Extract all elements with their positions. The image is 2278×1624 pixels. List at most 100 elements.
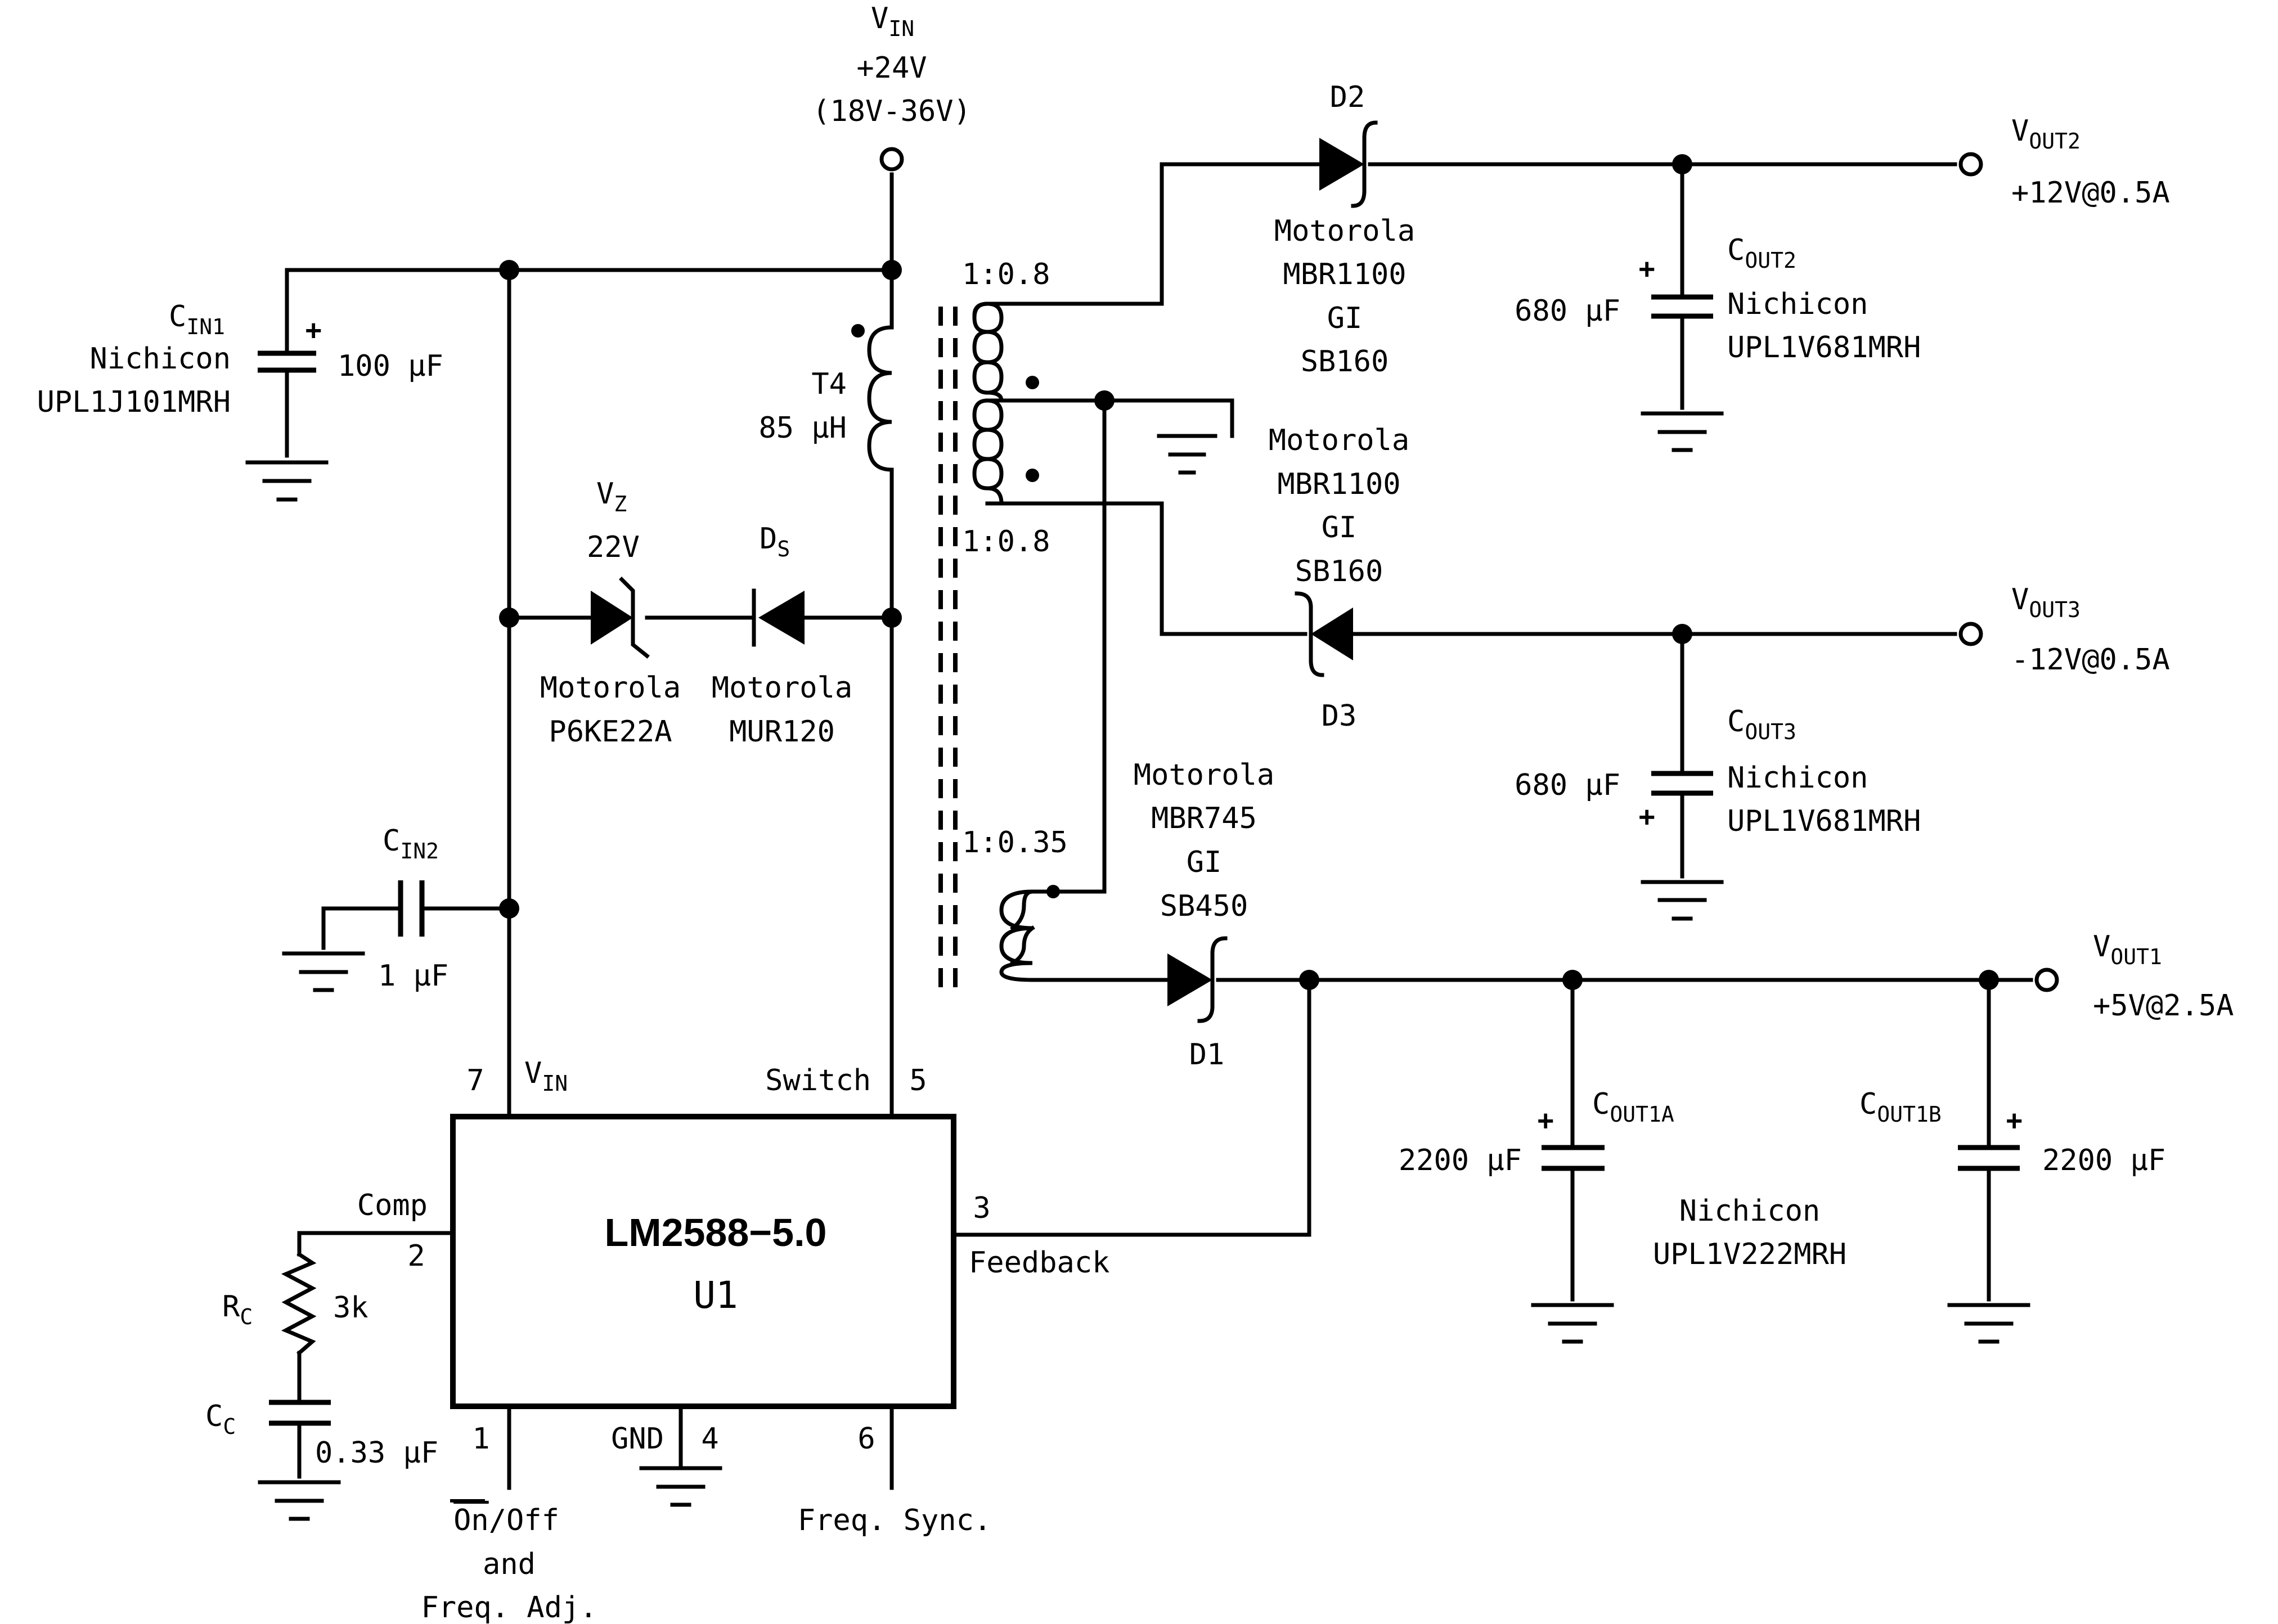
cout3-label: C [1727, 705, 1745, 739]
vin-range: (18V-36V) [812, 95, 971, 128]
polarity-plus: + [1638, 801, 1655, 834]
polarity-plus: + [305, 314, 322, 347]
junction-dot [499, 260, 519, 280]
cout2-labels: COUT2 Nichicon UPL1V681MRH 680 μF [1515, 233, 1921, 365]
vout1-spec: +5V@2.5A [2093, 989, 2234, 1023]
ds-part: MUR120 [729, 715, 835, 749]
pin6-label: Freq. Sync. [798, 1504, 991, 1537]
cc-labels: CC 0.33 μF [205, 1400, 438, 1470]
pin1-label-rest: /Off [489, 1504, 559, 1537]
pin6-number: 6 [857, 1422, 875, 1456]
rc-labels: RC 3k [222, 1290, 369, 1329]
cout3-labels: COUT3 Nichicon UPL1V681MRH 680 μF [1515, 705, 1921, 838]
cout2-value: 680 μF [1515, 294, 1620, 328]
cout2-part: UPL1V681MRH [1727, 331, 1921, 365]
vout1-label-sub: OUT1 [2110, 944, 2162, 969]
ds-label: D [760, 522, 777, 556]
vz-maker: Motorola [540, 671, 681, 705]
ground-icon [245, 460, 329, 502]
junction-dot [1562, 970, 1583, 990]
vout3-spec: -12V@0.5A [2011, 643, 2170, 677]
pin5-label: Switch [765, 1064, 871, 1097]
pin4-number: 4 [701, 1422, 718, 1456]
cout1-maker: Nichicon [1679, 1194, 1820, 1228]
polarity-plus: + [1537, 1105, 1554, 1137]
ground-icon [282, 951, 365, 992]
cout1b-label-sub: OUT1B [1877, 1102, 1941, 1127]
d3-ref: D3 [1322, 699, 1357, 733]
svg-text:COUT1B: COUT1B [1859, 1087, 1942, 1127]
cout1b-value: 2200 μF [2042, 1144, 2165, 1177]
cout1b-capacitor: + [1958, 1105, 2023, 1171]
ds-label-sub: S [777, 537, 790, 561]
ground-icon [1947, 1303, 2030, 1344]
cout2-label-sub: OUT2 [1745, 248, 1796, 273]
d3-part1: MBR1100 [1277, 467, 1400, 501]
polarity-dot [851, 324, 865, 338]
vout2-labels: VOUT2 +12V@0.5A [2011, 114, 2170, 210]
vz-label-sub: Z [614, 492, 627, 516]
ds-maker: Motorola [712, 671, 852, 705]
pin1-label-2: and [483, 1547, 536, 1581]
pin4-label: GND [611, 1422, 664, 1456]
polarity-dot [1046, 885, 1060, 898]
vout3-label-sub: OUT3 [2029, 597, 2081, 622]
vz-labels: VZ 22V Motorola P6KE22A [540, 477, 681, 749]
t4-value: 85 μH [758, 411, 847, 445]
cin1-maker: Nichicon [90, 342, 231, 376]
d2-maker2: GI [1327, 302, 1363, 335]
ground-symbols [245, 411, 2030, 1521]
pin7-label-sub: IN [542, 1071, 568, 1096]
vout3-terminal [1958, 622, 1983, 646]
svg-text:COUT3: COUT3 [1727, 705, 1796, 744]
cin1-value: 100 μF [338, 349, 443, 383]
vout1-labels: VOUT1 +5V@2.5A [2093, 930, 2234, 1023]
pin2-number: 2 [407, 1239, 425, 1273]
transformer-t4 [851, 302, 1060, 987]
pin1-label-3: Freq. Adj. [421, 1591, 597, 1624]
d1-diode [1167, 936, 1228, 1023]
svg-text:VOUT2: VOUT2 [2011, 114, 2081, 154]
d2-labels: D2 Motorola MBR1100 GI SB160 [1274, 80, 1415, 379]
d2-part2: SB160 [1301, 345, 1389, 379]
d1-maker2: GI [1187, 845, 1222, 879]
svg-text:CIN1: CIN1 [169, 300, 225, 339]
ground-icon [258, 1480, 341, 1521]
rc-label: R [222, 1290, 240, 1324]
vin-labels: VIN +24V (18V-36V) [812, 2, 971, 128]
vz-label: V [596, 477, 614, 511]
cc-label-sub: C [223, 1414, 236, 1439]
ground-icon [1641, 411, 1724, 452]
svg-text:CIN2: CIN2 [383, 824, 439, 863]
cc-capacitor [269, 1400, 331, 1426]
t4-ratio-mid: 1:0.8 [962, 525, 1050, 559]
polarity-dot [1026, 469, 1039, 482]
d2-diode [1319, 120, 1378, 208]
t4-ratio-bot: 1:0.35 [962, 826, 1068, 860]
svg-text:COUT2: COUT2 [1727, 233, 1796, 273]
junction-dot [499, 608, 519, 628]
cc-value: 0.33 μF [315, 1436, 438, 1470]
vz-voltage: 22V [587, 530, 640, 564]
cin1-part: UPL1J101MRH [37, 385, 231, 419]
ground-icon [1157, 434, 1217, 475]
pin1-number: 1 [472, 1422, 489, 1456]
cout2-maker: Nichicon [1727, 287, 1868, 321]
vout1-terminal [2034, 968, 2059, 992]
cout3-maker: Nichicon [1727, 761, 1868, 795]
svg-text:COUT1A: COUT1A [1592, 1087, 1674, 1127]
svg-text:VIN: VIN [871, 2, 914, 41]
vout3-label: V [2011, 583, 2029, 617]
vout2-terminal [1958, 152, 1983, 177]
polarity-plus: + [1638, 253, 1655, 286]
pin2-label: Comp [357, 1189, 428, 1222]
cc-label: C [205, 1400, 223, 1433]
cin1-label: C [169, 300, 186, 334]
d3-maker1: Motorola [1269, 424, 1409, 457]
d2-part1: MBR1100 [1283, 258, 1406, 291]
cin2-labels: CIN2 1 μF [378, 824, 448, 993]
svg-text:VOUT1: VOUT1 [2093, 930, 2162, 969]
cout3-value: 680 μF [1515, 768, 1620, 802]
d1-maker1: Motorola [1134, 758, 1274, 792]
u1-chip: LM2588−5.0 U1 [450, 1114, 956, 1409]
